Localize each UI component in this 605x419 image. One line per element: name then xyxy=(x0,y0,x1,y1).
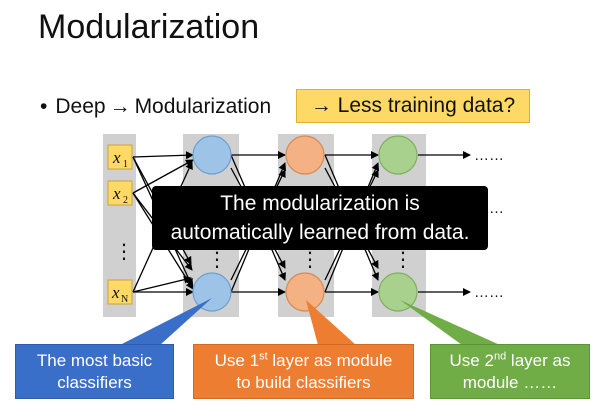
callout2-pointer xyxy=(306,300,356,345)
bullet-line: • Deep → Modularization xyxy=(40,92,271,122)
less-training-data-box: → Less training data? xyxy=(296,89,530,123)
input-x2-label: x xyxy=(112,184,121,203)
layer3-neuron-bottom xyxy=(378,272,418,312)
callout1-pointer xyxy=(120,298,212,345)
right-arrow-icon: → xyxy=(109,95,131,118)
overlay-line2: automatically learned from data. xyxy=(170,221,470,244)
callout-first-layer-module: Use 1st layer as module to build classif… xyxy=(193,344,414,399)
input-xN-sub: N xyxy=(121,294,128,305)
input-x1-label: x xyxy=(112,148,121,167)
callout-second-layer-module: Use 2nd layer as module …… xyxy=(430,344,590,399)
overlay-line1: The modularization is xyxy=(220,192,420,215)
highlight-text: → Less training data? xyxy=(310,94,516,117)
modularization-learned-overlay: The modularization is automatically lear… xyxy=(152,186,488,250)
layer2-ellipsis: ⋮ xyxy=(300,249,320,271)
input-xN: x N xyxy=(107,279,133,305)
input-ellipsis: ⋮ xyxy=(114,241,134,263)
layer1-ellipsis: ⋮ xyxy=(207,249,227,271)
callout2-line2: to build classifiers xyxy=(236,372,371,392)
callout-basic-classifiers: The most basic classifiers xyxy=(15,344,174,399)
input-x1: x 1 xyxy=(107,144,133,170)
input-xN-label: x xyxy=(111,283,120,302)
layer2-neuron-bottom xyxy=(285,272,325,312)
output-ellipsis-bottom: …… xyxy=(474,284,504,301)
output-ellipsis-top: …… xyxy=(474,147,504,164)
bullet-modularization: Modularization xyxy=(134,95,272,118)
callout3-line2: module …… xyxy=(462,372,558,392)
callout3-pointer xyxy=(400,300,500,345)
layer1-neuron-top xyxy=(192,135,232,175)
input-x2: x 2 xyxy=(107,180,133,206)
input-x1-sub: 1 xyxy=(123,159,128,170)
layer3-ellipsis: ⋮ xyxy=(393,249,413,271)
input-x2-sub: 2 xyxy=(123,195,128,206)
callout1-line2: classifiers xyxy=(57,372,132,392)
callout2-line1: Use 1st layer as module xyxy=(214,349,393,370)
layer3-neuron-top xyxy=(378,135,418,175)
page-title: Modularization xyxy=(38,8,260,46)
layer2-neuron-top xyxy=(285,135,325,175)
callout3-line1: Use 2nd layer as xyxy=(449,349,571,370)
bullet-dot: • xyxy=(40,95,48,118)
callout1-line1: The most basic xyxy=(36,350,153,370)
layer1-neuron-bottom xyxy=(192,272,232,312)
bullet-deep: Deep xyxy=(55,95,106,118)
